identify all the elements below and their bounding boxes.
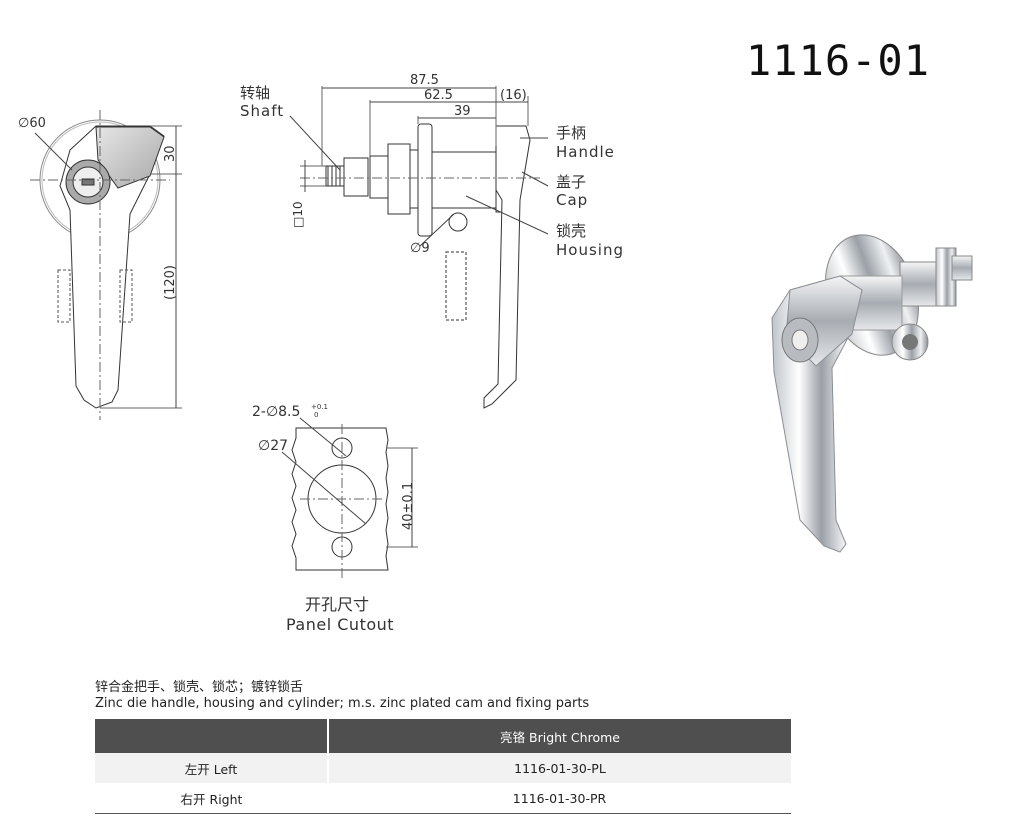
description-cn: 锌合金把手、锁壳、锁芯；镀锌锁舌 [95, 680, 304, 695]
table-cell-code: 1116-01-30-PR [328, 783, 791, 814]
label-housing-en: Housing [556, 241, 624, 259]
side-view [289, 86, 549, 409]
table-cell-label: 右开 Right [95, 783, 328, 814]
table-header-row: 亮铬 Bright Chrome [95, 719, 791, 753]
dim-hole-tol-top: +0.1 [311, 403, 328, 411]
label-shaft-en: Shaft [240, 102, 284, 120]
label-cap-en: Cap [556, 191, 588, 209]
finish-table: 亮铬 Bright Chrome 左开 Left 1116-01-30-PL 右… [95, 719, 791, 814]
label-handle-en: Handle [556, 143, 615, 161]
dim-height-120: (120) [163, 265, 178, 300]
dim-length-39: 39 [454, 104, 471, 119]
label-shaft-cn: 转轴 [240, 84, 270, 102]
table-cell-label: 左开 Left [95, 753, 329, 783]
label-handle-cn: 手柄 [556, 124, 586, 142]
front-view [30, 110, 182, 420]
description-en: Zinc die handle, housing and cylinder; m… [95, 696, 590, 711]
label-cap-cn: 盖子 [556, 173, 586, 191]
dim-length-62-5: 62.5 [424, 88, 453, 103]
dim-hole-tol-bottom: 0 [314, 411, 318, 419]
dim-cutout-diameter-27: ∅27 [258, 438, 288, 454]
model-number: 1116-01 [746, 36, 931, 85]
table-cell-code: 1116-01-30-PL [328, 753, 791, 783]
dim-length-87-5: 87.5 [410, 73, 439, 88]
dim-diameter-9: ∅9 [410, 241, 430, 256]
panel-cutout-drawing [281, 417, 418, 580]
table-row: 左开 Left 1116-01-30-PL [95, 753, 791, 783]
table-header-finish: 亮铬 Bright Chrome [328, 719, 791, 753]
label-cutout-en: Panel Cutout [286, 615, 394, 634]
dim-diameter-60: ∅60 [18, 116, 46, 131]
dim-square-10: □10 [291, 201, 305, 228]
label-cutout-cn: 开孔尺寸 [305, 595, 369, 614]
dim-hole-diameter: 2-∅8.5 [252, 404, 300, 420]
table-header-blank [95, 719, 329, 753]
dim-length-16: (16) [500, 88, 527, 103]
table-row: 右开 Right 1116-01-30-PR [95, 783, 791, 814]
dim-height-30: 30 [163, 145, 178, 162]
dim-hole-spacing: 40±0.1 [401, 482, 416, 530]
product-photo [771, 234, 973, 553]
label-housing-cn: 锁壳 [556, 222, 586, 240]
